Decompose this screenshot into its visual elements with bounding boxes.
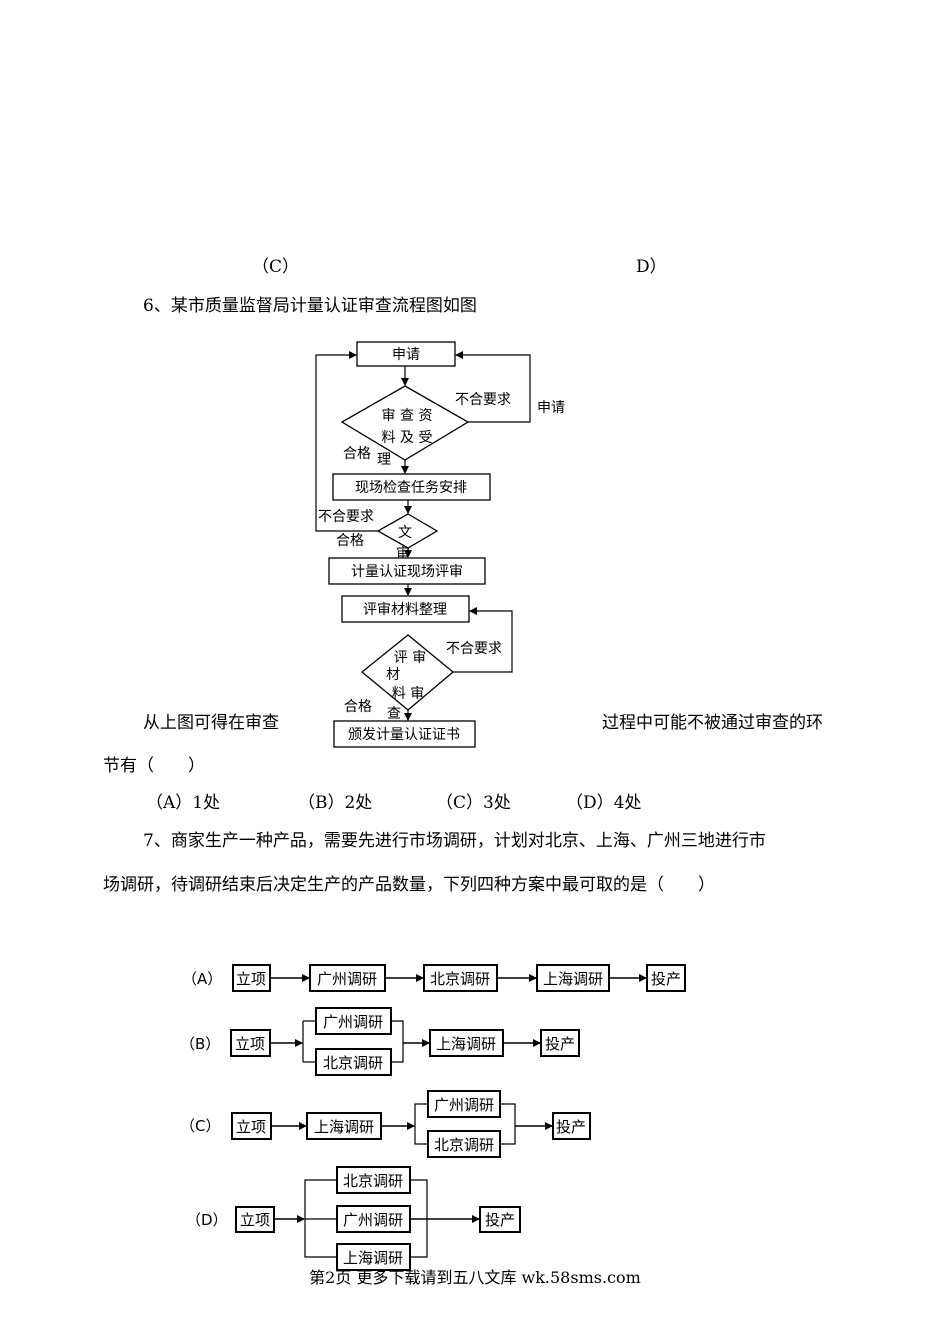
- plan-d-parallel-1: 北京调研: [343, 1172, 403, 1190]
- plan-a-start: 立项: [236, 970, 266, 988]
- plan-b-parallel-1: 广州调研: [323, 1013, 383, 1031]
- fc-pass-3: 合格: [344, 699, 372, 715]
- plan-c-parallel-2: 北京调研: [434, 1136, 494, 1154]
- fc-material-4: 查: [387, 706, 401, 722]
- plan-c-start: 立项: [236, 1118, 266, 1136]
- fc-review-3: 理: [377, 452, 391, 468]
- plan-d-start: 立项: [240, 1211, 270, 1229]
- plan-d-diagram: （D） 立项 北京调研 广州调研 上海调研 投产: [186, 1166, 521, 1271]
- fc-reject-3: 不合要求: [446, 641, 502, 657]
- fc-site-task: 现场检查任务安排: [355, 480, 467, 496]
- plan-c-diagram: （C） 立项 上海调研 广州调研 北京调研 投产: [180, 1090, 591, 1158]
- plan-d-parallel-3: 上海调研: [343, 1249, 403, 1267]
- fc-review-2: 料 及 受: [382, 430, 433, 446]
- prev-option-c: （C）: [252, 257, 299, 277]
- q6-option-c: （C）3处: [436, 793, 511, 813]
- q6-text-2: 过程中可能不被通过审查的环: [602, 713, 823, 733]
- plan-c-step-1: 上海调研: [314, 1118, 374, 1136]
- plan-b-start: 立项: [235, 1035, 265, 1053]
- plan-b-diagram: （B） 立项 广州调研 北京调研 上海调研 投产: [180, 1007, 580, 1076]
- fc-site-review-box: [328, 557, 486, 585]
- fc-reject-2: 不合要求: [318, 509, 374, 525]
- plan-a-step-2: 北京调研: [430, 970, 490, 988]
- fc-apply: 申请: [392, 347, 420, 363]
- fc-site-task-box: [332, 473, 491, 501]
- page-footer: 第2页 更多下载请到五八文库 wk.58sms.com: [309, 1268, 641, 1287]
- plan-c-label: （C）: [180, 1117, 220, 1135]
- fc-reject-1: 不合要求: [455, 392, 511, 408]
- plan-a-diagram: （A） 立项 广州调研 北京调研 上海调研 投产: [182, 964, 686, 992]
- plan-c-end: 投产: [556, 1118, 586, 1136]
- prev-option-d: D）: [636, 257, 667, 277]
- plan-b-end: 投产: [545, 1035, 575, 1053]
- fc-reapply: 申请: [537, 400, 565, 416]
- plan-b-step-3: 上海调研: [436, 1035, 496, 1053]
- fc-apply-box: [356, 341, 456, 367]
- fc-issue-box: [333, 720, 476, 748]
- q6-text-3: 节有（ ）: [103, 756, 205, 776]
- q7-line-1: 7、商家生产一种产品，需要先进行市场调研，计划对北京、上海、广州三地进行市: [143, 831, 766, 851]
- plan-a-end: 投产: [651, 970, 681, 988]
- q6-option-d: （D）4处: [566, 793, 641, 813]
- plan-d-label: （D）: [186, 1211, 228, 1229]
- fc-material-2: 材: [386, 667, 400, 683]
- fc-organize-box: [341, 595, 470, 623]
- fc-pass-2: 合格: [336, 533, 364, 549]
- plan-a-step-3: 上海调研: [543, 970, 603, 988]
- q6-flowchart: 申请 审 查 资 料 及 受 理 不合要求 申请 合格 现场检查任务安排 文 审…: [315, 341, 565, 748]
- fc-review-1: 审 查 资: [382, 408, 433, 424]
- q6-text-1: 从上图可得在审查: [143, 713, 279, 733]
- plan-b-label: （B）: [180, 1035, 220, 1053]
- fc-material-3: 料 审: [392, 686, 424, 702]
- plan-d-parallel-2: 广州调研: [343, 1211, 403, 1229]
- fc-issue: 颁发计量认证证书: [348, 727, 460, 743]
- plan-b-parallel-2: 北京调研: [323, 1054, 383, 1072]
- fc-organize: 评审材料整理: [363, 602, 447, 618]
- fc-doc-1: 文: [398, 525, 412, 541]
- fc-material-1: 评 审: [394, 650, 426, 666]
- q6-title: 6、某市质量监督局计量认证审查流程图如图: [143, 296, 477, 316]
- plan-a-label: （A）: [182, 970, 222, 988]
- q6-option-b: （B）2处: [298, 793, 372, 813]
- q7-line-2: 场调研，待调研结束后决定生产的产品数量，下列四种方案中最可取的是（ ）: [103, 875, 715, 895]
- q6-option-a: （A）1处: [146, 793, 220, 813]
- fc-pass-1: 合格: [343, 446, 371, 462]
- plan-c-parallel-1: 广州调研: [434, 1096, 494, 1114]
- plan-a-step-1: 广州调研: [317, 970, 377, 988]
- fc-site-review: 计量认证现场评审: [351, 564, 463, 580]
- plan-d-end: 投产: [485, 1211, 515, 1229]
